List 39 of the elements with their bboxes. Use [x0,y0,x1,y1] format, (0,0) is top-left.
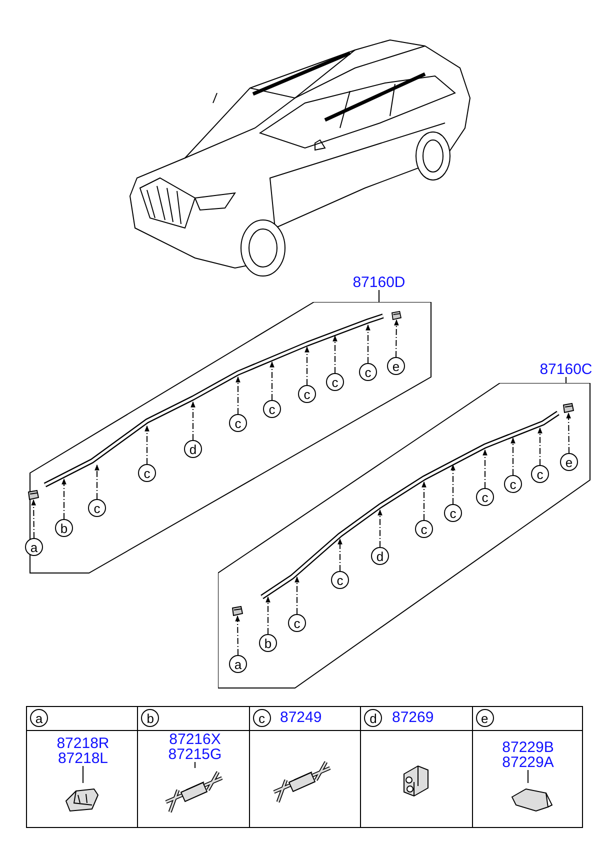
leader-arrow [144,425,150,464]
part-number: 87229A [502,755,554,770]
part-number: 87218R [56,736,110,751]
clip-icon [563,403,574,413]
leader-arrow [270,361,274,400]
leader-line [194,762,196,768]
leader-arrow [482,449,488,488]
leader-arrow [236,376,240,414]
leader-arrow [266,596,270,634]
leader-arrow [294,576,300,614]
leader-arrow [378,509,382,548]
leader-arrow [332,335,338,374]
part-number: 87249 [280,710,322,725]
part-number: 87215G [168,747,222,762]
clip-icon [391,311,402,320]
leader-arrow [422,481,426,520]
part-number: 87160C [540,362,592,377]
clip-icon [232,606,243,616]
leader-arrow [538,427,542,466]
leader-arrow [304,346,310,386]
part-number: 87229B [502,740,554,755]
leader-arrow [31,499,36,538]
leader-arrow [94,464,100,500]
leader-arrow [190,401,196,440]
leader-arrow [394,319,399,358]
leader-arrow [62,478,66,520]
leader-arrow [235,615,240,656]
part-number: 87160D [352,275,406,290]
leader-line [82,766,84,784]
leader-arrow [338,538,342,572]
part-number: 87218L [58,751,108,766]
leader-arrow [566,412,571,454]
leader-arrow [510,437,516,476]
part-number: 87216X [169,732,221,747]
part-number: 87269 [392,710,434,725]
leader-line [378,290,380,302]
leader-arrow [450,464,456,504]
leader-arrow [366,324,370,364]
clip-icon [28,490,39,500]
